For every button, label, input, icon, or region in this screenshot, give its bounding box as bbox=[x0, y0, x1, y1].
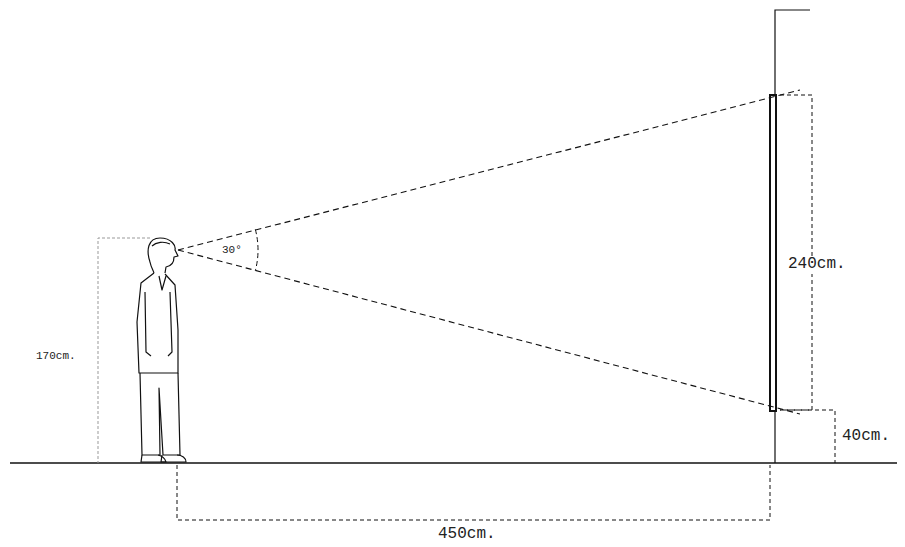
elevation-dimension bbox=[780, 410, 835, 463]
distance-dimension bbox=[177, 465, 770, 520]
screen-height-dimension bbox=[780, 95, 812, 410]
height-dimension bbox=[98, 238, 150, 463]
screen bbox=[770, 95, 776, 411]
wall-line bbox=[775, 10, 810, 463]
person bbox=[137, 238, 186, 462]
sight-line bbox=[178, 250, 800, 414]
angle-arc bbox=[255, 229, 258, 270]
screen-height-label: 240cm. bbox=[786, 256, 848, 274]
distance-label: 450cm. bbox=[436, 526, 498, 544]
angle-label: 30° bbox=[220, 244, 244, 256]
height-label: 170cm. bbox=[34, 350, 78, 362]
elevation-label: 40cm. bbox=[840, 428, 892, 446]
sight-line bbox=[178, 90, 800, 250]
